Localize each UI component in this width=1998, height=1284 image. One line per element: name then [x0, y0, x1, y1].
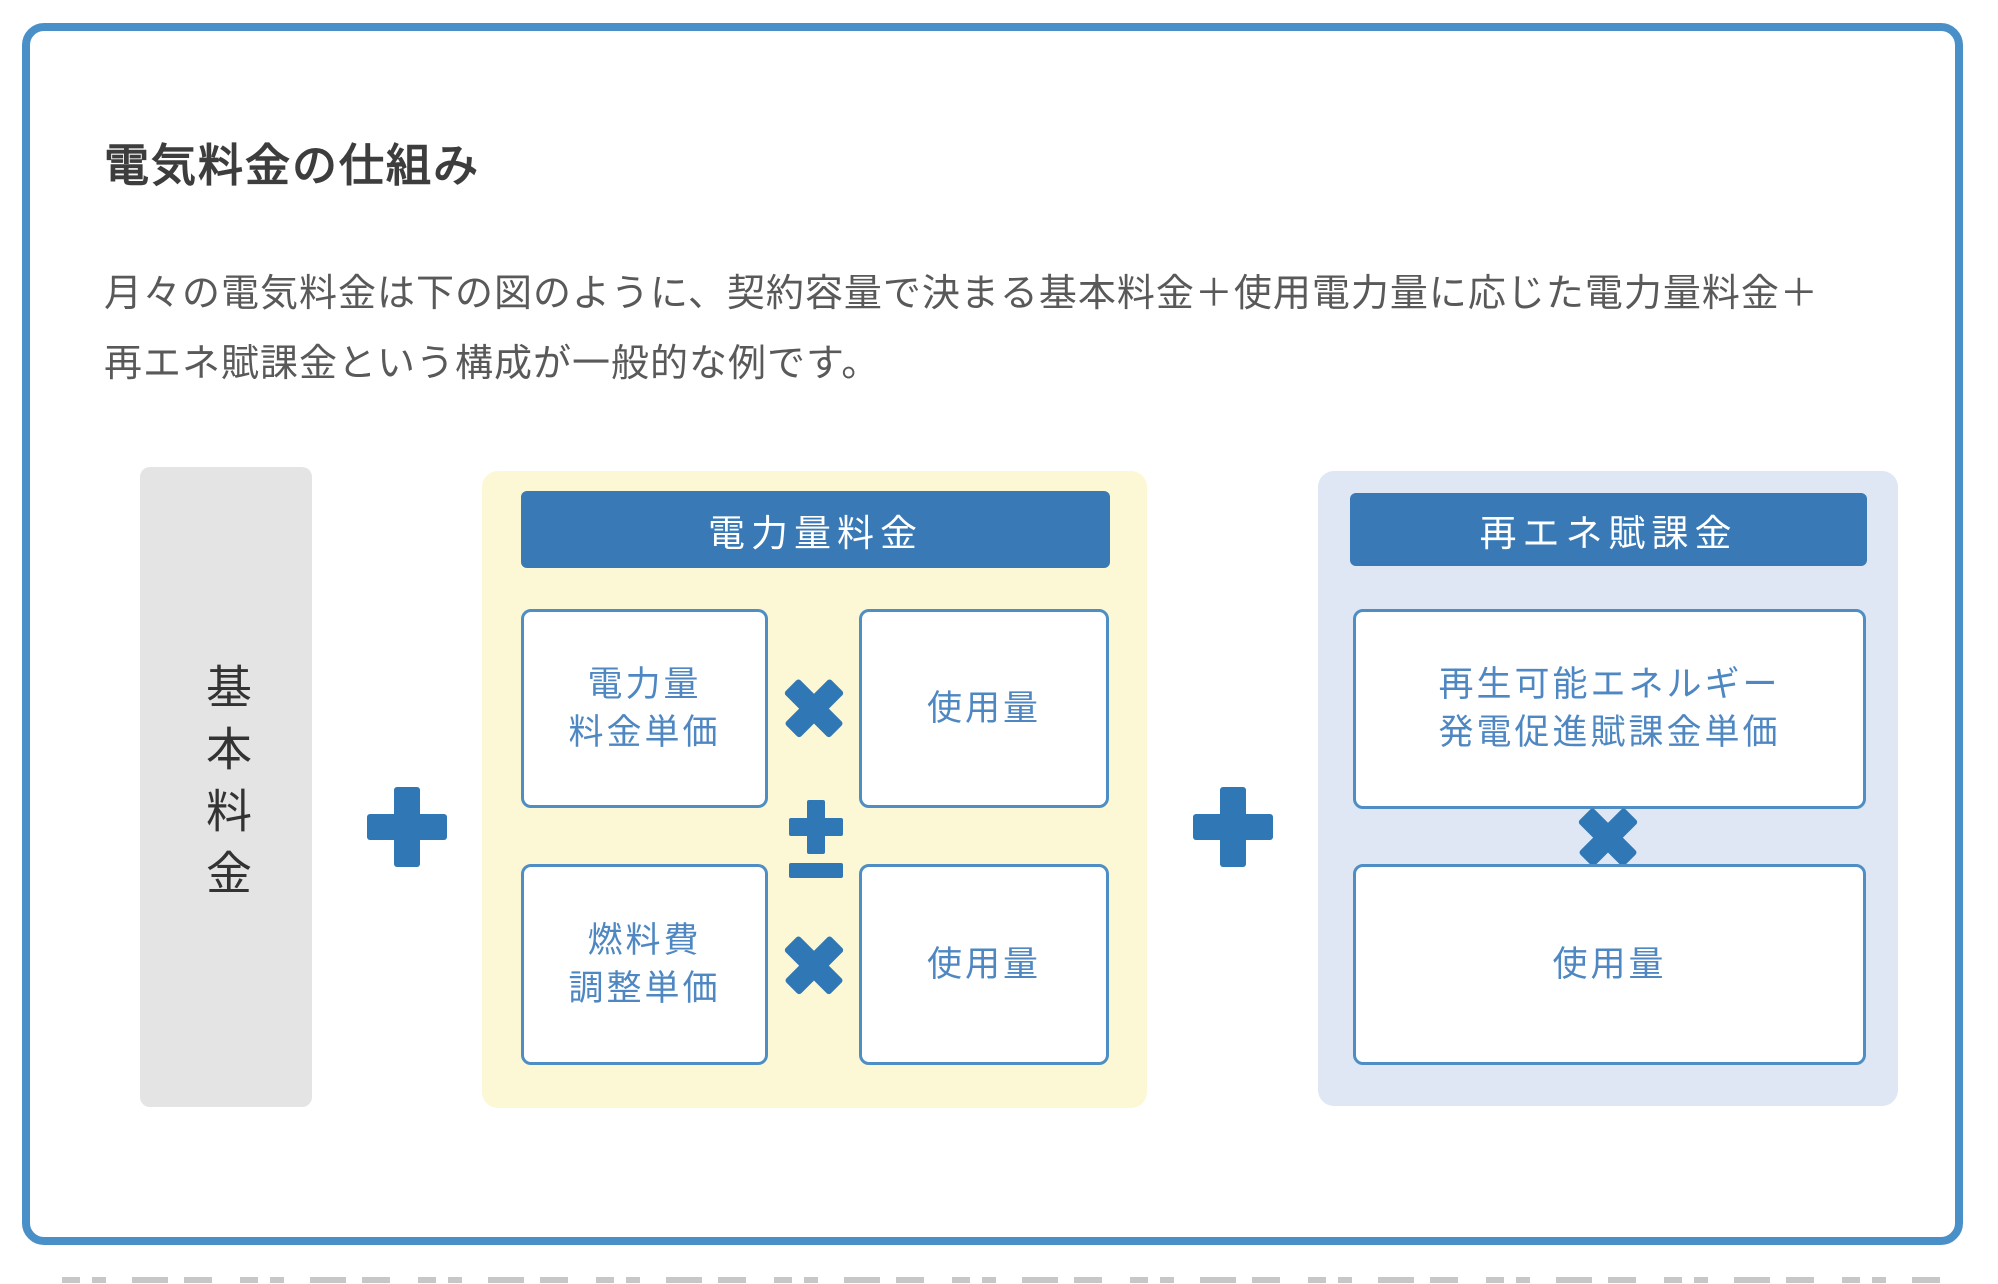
plus-minus-plus-part: [789, 800, 843, 854]
fuel-adjustment-line-1: 燃料費: [587, 920, 702, 960]
renewable-unit-price-line-1: 再生可能エネルギー: [1438, 665, 1781, 704]
page-title: 電気料金の仕組み: [104, 140, 481, 191]
description-line-2: 再エネ賦課金という構成が一般的な例です。: [104, 343, 881, 385]
basic-charge-box: 基本料金: [140, 467, 312, 1107]
usage-label: 使用量: [926, 688, 1041, 728]
description: 月々の電気料金は下の図のように、契約容量で決まる基本料金＋使用電力量に応じた電力…: [104, 259, 1819, 399]
plus-icon: [367, 787, 447, 867]
usage-box: 使用量: [859, 609, 1109, 808]
renewable-surcharge-panel: 再エネ賦課金 再生可能エネルギー 発電促進賦課金単価 使用量: [1318, 471, 1898, 1106]
fuel-adjustment-line-2: 調整単価: [568, 968, 721, 1008]
energy-charge-header: 電力量料金: [521, 491, 1110, 568]
description-line-1: 月々の電気料金は下の図のように、契約容量で決まる基本料金＋使用電力量に応じた電力…: [104, 273, 1819, 315]
usage-label: 使用量: [1552, 944, 1667, 984]
usage-label: 使用量: [926, 944, 1041, 984]
multiply-icon: [769, 920, 860, 1011]
plus-minus-bar-part: [789, 863, 843, 878]
renewable-unit-price-box: 再生可能エネルギー 発電促進賦課金単価: [1353, 609, 1866, 809]
multiply-icon: [769, 663, 860, 754]
energy-unit-price-line-1: 電力量: [587, 664, 702, 704]
usage-box: 使用量: [1353, 864, 1866, 1065]
energy-charge-panel: 電力量料金 電力量 料金単価 使用量 燃料費 調整単価 使用量: [482, 471, 1147, 1108]
electricity-fee-diagram: 基本料金 電力量料金 電力量 料金単価 使用量 燃料費 調整単価: [30, 467, 1998, 1109]
basic-charge-label: 基本料金: [200, 663, 252, 911]
plus-icon: [1193, 787, 1273, 867]
plus-minus-icon: [788, 800, 844, 878]
renewable-surcharge-header: 再エネ賦課金: [1350, 493, 1867, 566]
card: 電気料金の仕組み 月々の電気料金は下の図のように、契約容量で決まる基本料金＋使用…: [22, 23, 1963, 1245]
fuel-adjustment-box: 燃料費 調整単価: [521, 864, 768, 1065]
usage-box: 使用量: [859, 864, 1109, 1065]
energy-unit-price-box: 電力量 料金単価: [521, 609, 768, 808]
energy-unit-price-line-2: 料金単価: [568, 712, 721, 752]
clipped-text-strip: [62, 1277, 1940, 1283]
renewable-unit-price-line-2: 発電促進賦課金単価: [1438, 713, 1781, 752]
